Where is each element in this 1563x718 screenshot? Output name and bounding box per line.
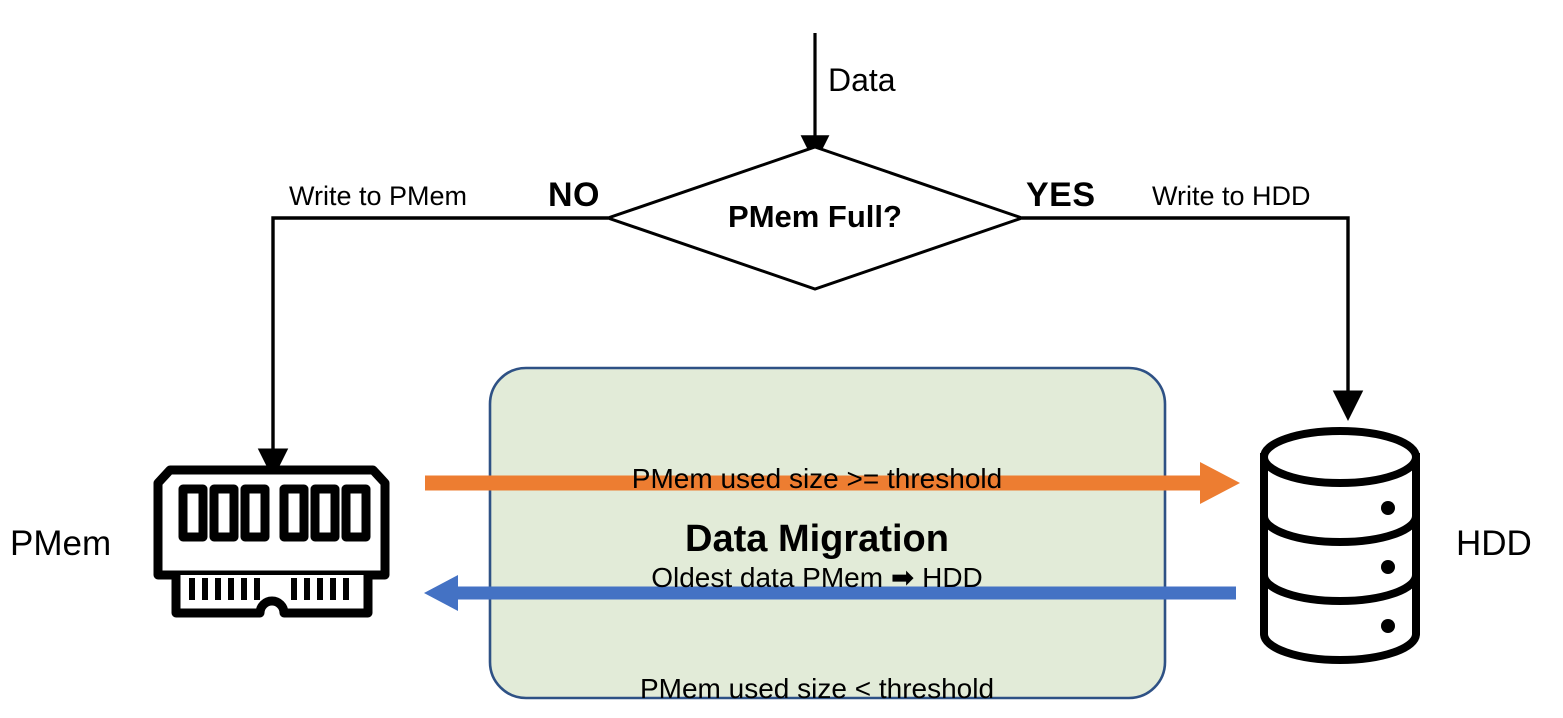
dimm-memory-module-icon xyxy=(153,465,390,618)
pmem-label: PMem xyxy=(10,524,112,563)
yes-label: YES xyxy=(1026,176,1096,214)
decision-diamond xyxy=(603,145,1027,291)
database-cylinder-icon xyxy=(1260,427,1420,664)
right-arrow-glyph-icon: ➡ xyxy=(890,561,915,595)
top-line2-prefix: Oldest data PMem xyxy=(651,562,891,594)
migration-title: Data Migration xyxy=(685,518,949,560)
yes-branch-connector xyxy=(1022,216,1364,421)
migration-bottom-condition-line1: PMem used size < threshold xyxy=(639,673,995,705)
migration-top-condition-line1: PMem used size >= threshold xyxy=(631,463,1003,495)
no-label: NO xyxy=(548,176,600,214)
hdd-label: HDD xyxy=(1456,524,1532,563)
migration-top-condition-line2: Oldest data PMem ➡ HDD xyxy=(497,561,1137,594)
migration-bottom-condition: PMem used size < threshold Newest data P… xyxy=(497,606,1137,718)
write-to-pmem-label: Write to PMem xyxy=(289,181,468,211)
write-to-hdd-label: Write to HDD xyxy=(1152,181,1311,211)
decision-label: PMem Full? xyxy=(728,199,902,234)
data-input-label: Data xyxy=(828,62,896,98)
no-branch-connector xyxy=(257,216,608,479)
top-line2-suffix: HDD xyxy=(914,562,983,594)
migration-box xyxy=(488,366,1167,700)
pmem-to-hdd-arrow xyxy=(425,462,1240,504)
hdd-to-pmem-arrow xyxy=(424,575,1236,611)
migration-top-condition: PMem used size >= threshold Oldest data … xyxy=(497,396,1137,660)
